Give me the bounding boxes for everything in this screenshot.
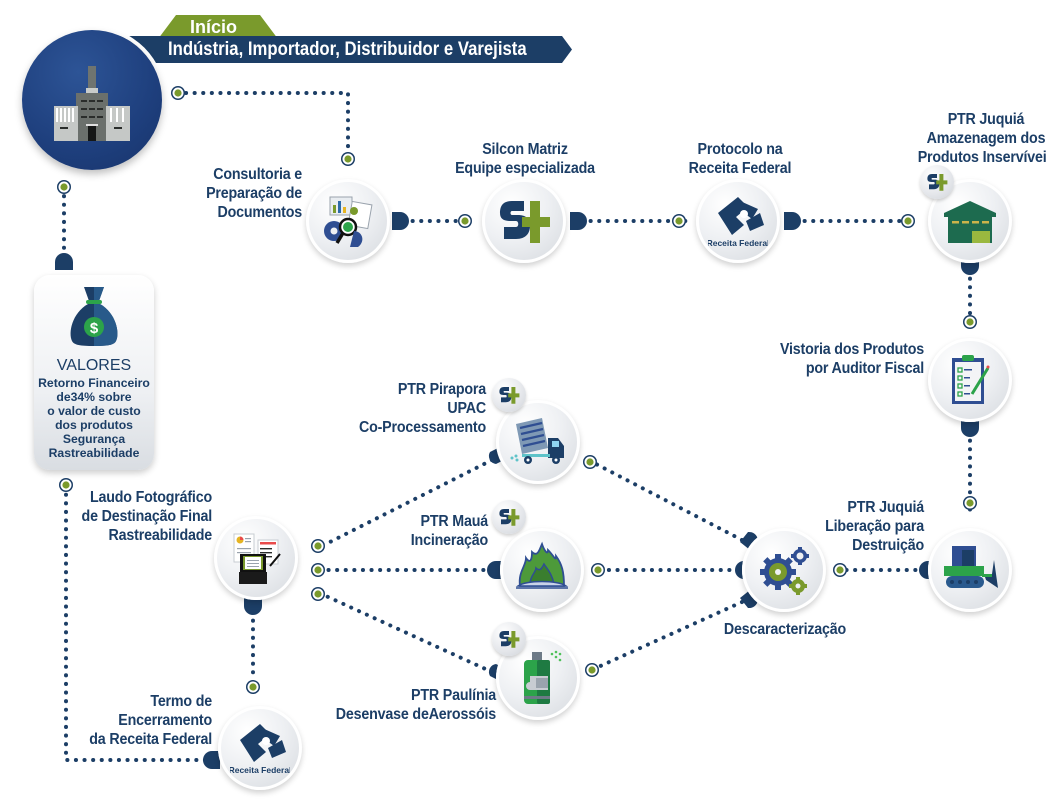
step-liberacao[interactable] xyxy=(928,528,1012,612)
documents-gear-magnifier-icon xyxy=(324,196,373,247)
step-silcon-matriz[interactable] xyxy=(482,179,566,263)
valores-line: de34% sobre xyxy=(56,390,132,404)
aerosol-can-icon xyxy=(524,650,562,704)
valores-title: VALORES xyxy=(56,357,132,374)
clipboard-checklist-icon xyxy=(952,355,990,404)
link-factory-consultoria xyxy=(184,91,350,152)
step-consultoria[interactable] xyxy=(306,179,390,263)
connector-tab xyxy=(784,212,801,230)
step-maua[interactable] xyxy=(500,528,584,612)
svg-text:Receita Federal: Receita Federal xyxy=(230,765,290,775)
svg-text:$: $ xyxy=(90,320,99,337)
valores-line: Segurança xyxy=(62,432,126,446)
step-pirapora[interactable] xyxy=(496,400,580,484)
receita-federal-logo-icon: Receita Federal xyxy=(708,197,768,248)
valores-card: $ VALORES Retorno Financeiro de34% sobre… xyxy=(34,275,154,470)
silcon-badge xyxy=(492,500,526,534)
start-banner-tab xyxy=(158,15,278,39)
valores-line: Retorno Financeiro xyxy=(38,376,150,390)
link-descaracterizacao-pirapora xyxy=(594,462,744,542)
step-laudo[interactable] xyxy=(214,516,298,600)
connector-tab xyxy=(487,561,504,579)
svg-text:Receita Federal: Receita Federal xyxy=(708,238,768,248)
link-pirapora-laudo xyxy=(324,458,494,546)
silcon-logo-icon xyxy=(499,631,520,648)
gears-icon xyxy=(760,547,809,595)
silcon-badge xyxy=(920,165,954,199)
valores-line: o valor de custo xyxy=(47,404,141,418)
connector-tab xyxy=(392,212,409,230)
warehouse-icon xyxy=(944,201,996,243)
connector-tab xyxy=(961,420,979,437)
silcon-badge xyxy=(492,378,526,412)
connector-tab xyxy=(244,598,262,615)
money-bag-icon: $ xyxy=(70,287,118,346)
silcon-logo-icon xyxy=(500,201,550,243)
dump-truck-icon xyxy=(510,418,564,464)
step-descaracterizacao[interactable] xyxy=(742,528,826,612)
step-vistoria[interactable] xyxy=(928,338,1012,422)
step-termo-encerramento[interactable]: Receita Federal xyxy=(218,706,302,790)
link-termo-valores xyxy=(64,488,207,762)
start-banner-title: Indústria, Importador, Distribuidor e Va… xyxy=(168,39,527,60)
silcon-badge xyxy=(492,622,526,656)
factory-icon xyxy=(54,66,130,141)
bulldozer-icon xyxy=(944,546,998,588)
start-banner xyxy=(120,36,572,63)
valores-line: Rastreabilidade xyxy=(48,446,140,460)
link-descaracterizacao-paulinia xyxy=(594,600,744,670)
start-node-factory[interactable] xyxy=(22,30,162,170)
step-protocolo-receita[interactable]: Receita Federal xyxy=(696,179,780,263)
connector-tab xyxy=(203,751,220,769)
connector-tab xyxy=(570,212,587,230)
step-descaracterizacao-label: Descaracterização xyxy=(723,621,847,638)
valores-line: dos produtos xyxy=(55,418,133,432)
start-label: Início xyxy=(190,17,238,37)
link-paulinia-laudo xyxy=(324,594,494,674)
silcon-logo-icon xyxy=(499,509,520,526)
receita-federal-logo-icon: Receita Federal xyxy=(230,724,290,775)
valores-description: Retorno Financeiro de34% sobre o valor d… xyxy=(34,376,154,460)
silcon-logo-icon xyxy=(927,174,948,191)
connector-tab xyxy=(55,253,73,270)
silcon-logo-icon xyxy=(499,387,520,404)
incineration-flame-icon xyxy=(515,541,569,589)
laptop-report-icon xyxy=(233,533,281,584)
